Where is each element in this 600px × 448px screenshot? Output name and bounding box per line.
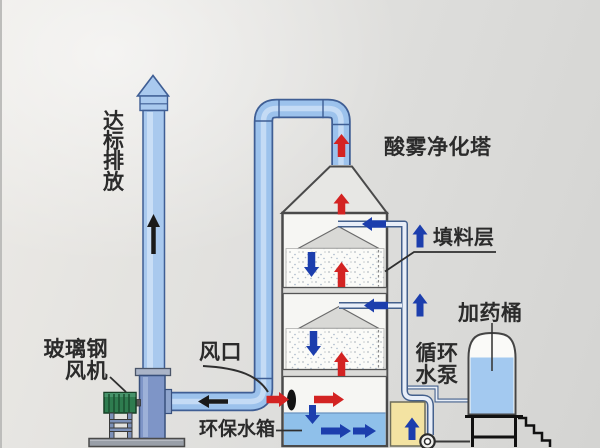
- label-packing-layer: 填料层: [433, 225, 495, 249]
- flow-arrow-clean-gas-up-outlet-pipe: [333, 134, 350, 157]
- flow-arrow-dirty-gas-inlet: [266, 392, 289, 407]
- support-grid-upper: [281, 286, 388, 295]
- fan-assembly: [88, 367, 186, 448]
- label-discharge: 达标排放: [103, 109, 124, 194]
- flow-arrow-water-down-packing-lower: [306, 331, 321, 356]
- main-gas-duct: [168, 98, 351, 412]
- flow-arrow-water-up-pump-box: [404, 417, 420, 440]
- support-grid-lower: [281, 368, 388, 378]
- fan-motor: [103, 391, 137, 414]
- label-circulation-pump-line2: 水泵: [415, 362, 459, 387]
- circulation-pump: [419, 433, 436, 448]
- motor-stand: [109, 412, 133, 439]
- label-fan: 玻璃钢风机: [42, 337, 108, 383]
- leader-air-inlet: [202, 365, 269, 393]
- flow-arrows: [147, 134, 428, 440]
- fan-top-flange: [134, 367, 172, 377]
- dosing-barrel: [465, 331, 552, 447]
- flow-arrow-water-down-tank: [305, 405, 320, 424]
- flow-arrow-gas-right-tank: [314, 392, 344, 407]
- leader-lines: [109, 251, 496, 432]
- label-dosing-barrel: 加药桶: [458, 301, 523, 325]
- flow-arrow-gas-up-packing-lower: [334, 352, 349, 376]
- motor-ribs: [108, 394, 130, 412]
- flow-arrow-spray-water-in-lower: [364, 298, 388, 313]
- label-water-tank: 环保水箱: [199, 418, 276, 440]
- duct-flange-ticks: [254, 99, 351, 380]
- barrel-steps: [518, 416, 552, 447]
- packing-layer-lower: [285, 328, 385, 370]
- chimney-cap-arrow: [135, 74, 171, 97]
- label-tower-title: 酸雾净化塔: [384, 135, 492, 159]
- label-circulation-pump: 循环水泵: [411, 341, 463, 387]
- label-fan-line1: 玻璃钢: [43, 337, 108, 361]
- flow-arrow-water-down-packing-upper: [304, 252, 319, 277]
- flow-arrow-gas-up-packing-upper: [334, 262, 349, 287]
- flow-arrow-exhaust-up-chimney: [147, 214, 160, 254]
- flow-arrow-gas-left-duct: [198, 395, 228, 408]
- leader-packing-layer: [384, 251, 496, 273]
- label-fan-line2: 风机: [65, 358, 108, 383]
- flow-arrow-circulation-up-upper: [412, 224, 428, 248]
- leader-fan: [109, 376, 127, 393]
- label-circulation-pump-line1: 循环: [415, 341, 459, 365]
- packing-layer-upper: [285, 248, 385, 288]
- flow-arrow-water-right-tank-1: [321, 424, 351, 438]
- flow-arrow-water-right-tank-2: [353, 424, 376, 438]
- flow-arrow-gas-up-tower-hood: [333, 193, 350, 215]
- flow-arrow-spray-water-in-upper: [362, 217, 386, 231]
- tower-hood: [279, 165, 390, 214]
- label-air-inlet: 风口: [199, 340, 242, 364]
- flow-arrow-circulation-up-lower: [412, 293, 428, 317]
- fan-base-plate: [88, 437, 186, 448]
- inlet-vent-opening: [287, 389, 296, 411]
- barrel-stand: [465, 415, 523, 447]
